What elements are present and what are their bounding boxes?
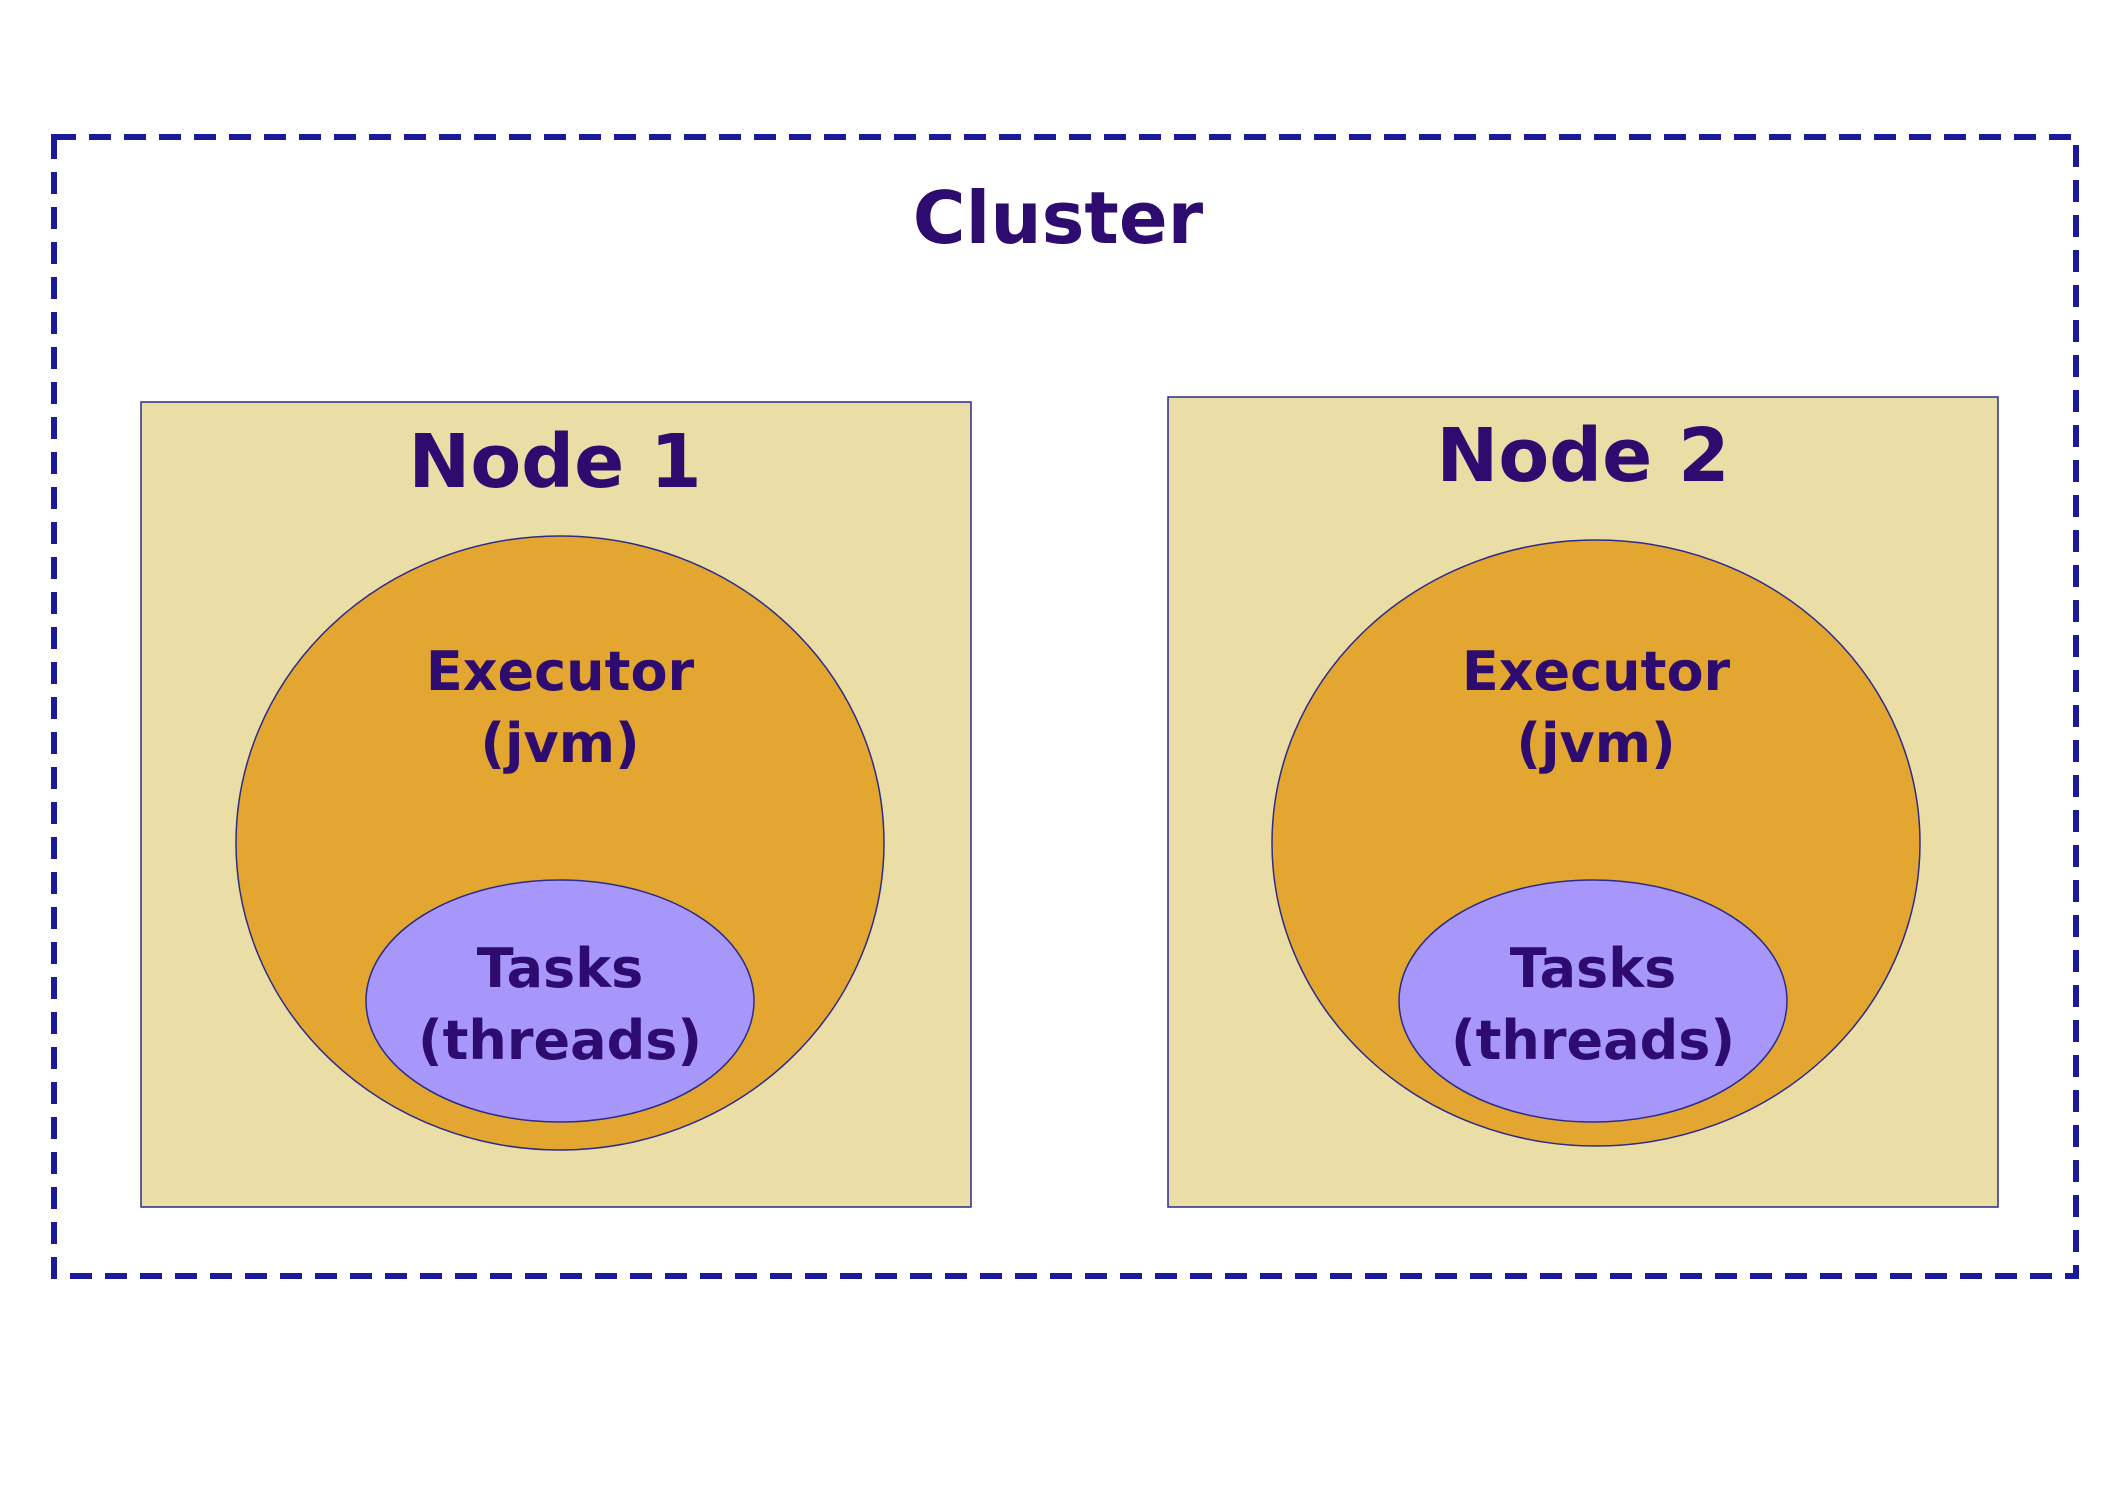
node-1-tasks-label-line1: Tasks — [477, 937, 644, 1000]
cluster-boundary — [51, 134, 2079, 1279]
node-1-executor-label-line2: (jvm) — [480, 712, 639, 775]
node-1-tasks — [365, 879, 755, 1123]
node-1-executor-label-line1: Executor — [426, 640, 695, 703]
node-2-label: Node 2 — [1436, 413, 1729, 499]
node-2-tasks-label-line2: (threads) — [1451, 1009, 1735, 1072]
node-1: Node 1 Executor (jvm) Tasks (threads) — [140, 401, 972, 1208]
node-2: Node 2 Executor (jvm) Tasks (threads) — [1167, 396, 1999, 1208]
node-2-tasks-label-line1: Tasks — [1510, 937, 1677, 1000]
node-2-tasks — [1398, 879, 1788, 1123]
cluster-label: Cluster — [913, 176, 1204, 260]
node-2-executor-label-line2: (jvm) — [1516, 712, 1675, 775]
node-1-tasks-label-line2: (threads) — [418, 1009, 702, 1072]
node-1-label: Node 1 — [408, 419, 701, 505]
node-2-executor-label-line1: Executor — [1462, 640, 1731, 703]
